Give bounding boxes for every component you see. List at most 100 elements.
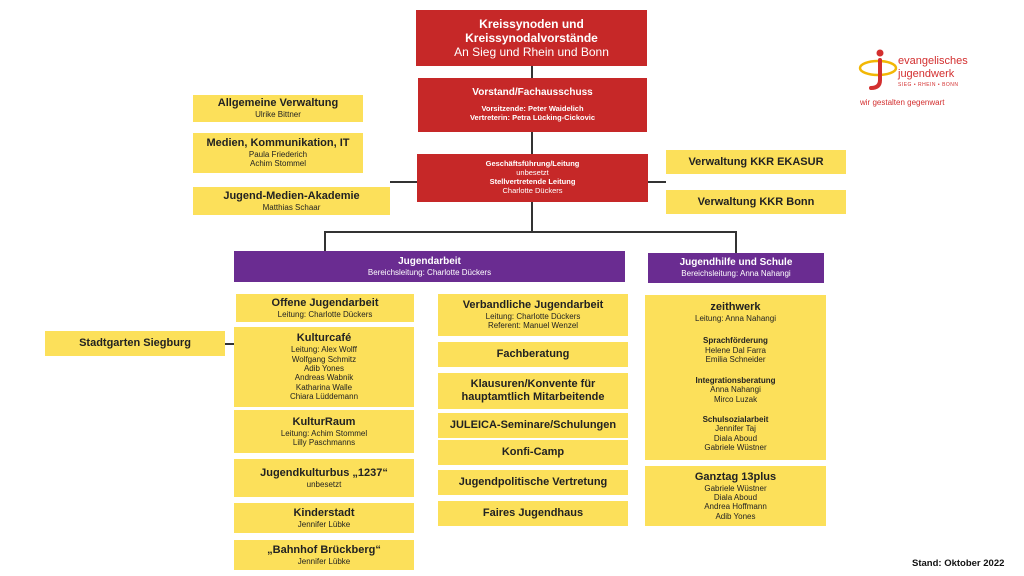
box-person: Mirco Luzak xyxy=(713,394,758,404)
kreissynoden-line2: Kreissynodalvorstände xyxy=(465,30,598,45)
faires-jugendhaus-box: Faires Jugendhaus xyxy=(438,501,628,526)
box-title: Faires Jugendhaus xyxy=(482,507,584,520)
box-person: Wolfgang Schmitz xyxy=(291,354,357,364)
kinderstadt-box: Kinderstadt Jennifer Lübke xyxy=(234,503,414,533)
box-person: Lilly Paschmanns xyxy=(292,437,356,447)
box-title: Ganztag 13plus xyxy=(694,470,777,483)
box-title: Verbandliche Jugendarbeit xyxy=(462,299,604,312)
box-title: Jugend-Medien-Akademie xyxy=(223,189,360,202)
box-person: unbesetzt xyxy=(306,479,342,489)
jugend-medien-akademie-box: Jugend-Medien-Akademie Matthias Schaar xyxy=(193,187,390,215)
jugendhilfe-title: Jugendhilfe und Schule xyxy=(679,257,793,269)
jugendpolitische-vertretung-box: Jugendpolitische Vertretung xyxy=(438,470,628,495)
jugendkulturbus-box: Jugendkulturbus „1237“ unbesetzt xyxy=(234,459,414,497)
box-title: Konfi-Camp xyxy=(501,446,565,459)
box-person: Gabriele Wüstner xyxy=(704,483,767,493)
kulturcafe-box: Kulturcafé Leitung: Alex Wolff Wolfgang … xyxy=(234,327,414,407)
box-person: Leitung: Achim Stommel xyxy=(280,428,368,438)
jugendarbeit-header: Jugendarbeit Bereichsleitung: Charlotte … xyxy=(234,251,625,282)
geschaeftsfuehrung-box: Geschäftsführung/Leitung unbesetzt Stell… xyxy=(417,154,648,202)
kreissynoden-box: Kreissynoden und Kreissynodalvorstände A… xyxy=(416,10,647,66)
allgemeine-verwaltung-box: Allgemeine Verwaltung Ulrike Bittner xyxy=(193,95,363,122)
box-person: Leitung: Charlotte Dückers xyxy=(485,312,581,322)
connector-gf-down xyxy=(531,202,533,232)
box-title: Jugendkulturbus „1237“ xyxy=(260,466,388,479)
box-person: Jennifer Lübke xyxy=(297,556,351,566)
verbandliche-jugendarbeit-box: Verbandliche Jugendarbeit Leitung: Charl… xyxy=(438,294,628,336)
logo-line3: SIEG • RHEIN • BONN xyxy=(898,82,959,88)
jugendhilfe-header: Jugendhilfe und Schule Bereichsleitung: … xyxy=(648,253,824,283)
offene-jugendarbeit-box: Offene Jugendarbeit Leitung: Charlotte D… xyxy=(236,294,414,322)
logo-line2: jugendwerk xyxy=(898,68,955,80)
logo: evangelisches jugendwerk SIEG • RHEIN • … xyxy=(858,48,998,110)
box-person: Leitung: Alex Wolff xyxy=(291,345,357,355)
box-person: Anna Nahangi xyxy=(710,385,761,395)
box-person: Leitung: Charlotte Dückers xyxy=(277,309,373,319)
box-title: Kulturcafé xyxy=(296,332,352,345)
konfi-camp-box: Konfi-Camp xyxy=(438,440,628,465)
fachberatung-box: Fachberatung xyxy=(438,342,628,367)
gf-title: Geschäftsführung/Leitung xyxy=(485,159,580,169)
box-person: Leitung: Anna Nahangi xyxy=(695,313,776,323)
box-person: Paula Friederich xyxy=(248,150,308,160)
section-title: Integrationsberatung xyxy=(695,375,776,385)
ganztag-box: Ganztag 13plus Gabriele Wüstner Diala Ab… xyxy=(645,466,826,526)
connector-horizontal-split xyxy=(324,231,736,233)
section-title: Sprachförderung xyxy=(703,336,768,346)
jugendarbeit-sub: Bereichsleitung: Charlotte Dückers xyxy=(367,267,492,277)
box-title: Klausuren/Konvente für hauptamtlich Mita… xyxy=(461,378,605,403)
box-title: Kinderstadt xyxy=(293,506,355,519)
gf-line2: Charlotte Dückers xyxy=(502,185,563,195)
box-person: Ulrike Bittner xyxy=(255,110,301,120)
box-person: Helene Dal Farra xyxy=(705,345,766,355)
box-person: Diala Aboud xyxy=(713,493,758,503)
kulturraum-box: KulturRaum Leitung: Achim Stommel Lilly … xyxy=(234,410,414,453)
connector-to-jugendhilfe xyxy=(735,231,737,253)
kreissynoden-line3: An Sieg und Rhein und Bonn xyxy=(454,45,609,60)
logo-mark-icon xyxy=(858,49,898,90)
connector-gf-left xyxy=(390,181,417,183)
section-title: Schulsozialarbeit xyxy=(702,415,769,425)
box-person: Emilia Schneider xyxy=(705,355,766,365)
medien-kommunikation-box: Medien, Kommunikation, IT Paula Friederi… xyxy=(193,133,363,173)
bahnhof-brueckberg-box: „Bahnhof Brückberg“ Jennifer Lübke xyxy=(234,540,414,570)
box-title: Medien, Kommunikation, IT xyxy=(206,137,350,150)
box-person: Jennifer Taj xyxy=(715,424,756,434)
box-title: „Bahnhof Brückberg“ xyxy=(267,543,381,556)
connector-to-jugendarbeit xyxy=(324,231,326,251)
logo-line1: evangelisches xyxy=(898,55,968,67)
box-title: Jugendpolitische Vertretung xyxy=(458,476,608,489)
box-person: Jennifer Lübke xyxy=(297,519,351,529)
box-title: KulturRaum xyxy=(292,415,356,428)
zeitwerk-box: zeithwerk Leitung: Anna Nahangi Sprachfö… xyxy=(645,295,826,460)
box-person: Gabriele Wüstner xyxy=(704,443,767,453)
box-person: Adib Yones xyxy=(303,364,345,374)
connector-gf-right xyxy=(648,181,666,183)
connector-vorstand-gf xyxy=(531,132,533,154)
box-person: Adib Yones xyxy=(715,511,756,521)
box-person: Andrea Hoffmann xyxy=(704,502,767,512)
box-person: Matthias Schaar xyxy=(262,202,321,212)
box-title: Stadtgarten Siegburg xyxy=(79,337,191,350)
connector-stadtgarten xyxy=(225,343,235,345)
box-title: Verwaltung KKR EKASUR xyxy=(688,155,824,168)
box-person: Achim Stommel xyxy=(249,159,306,169)
gf-line1: unbesetzt xyxy=(516,168,549,178)
vorstand-box: Vorstand/Fachausschuss Vorsitzende: Pete… xyxy=(418,78,647,132)
jugendarbeit-title: Jugendarbeit xyxy=(398,255,461,267)
verwaltung-ekasur-box: Verwaltung KKR EKASUR xyxy=(666,150,846,174)
gf-title2: Stellvertretende Leitung xyxy=(489,177,576,186)
juleica-box: JULEICA-Seminare/Schulungen xyxy=(438,413,628,438)
box-person: Katharina Walle xyxy=(295,382,353,392)
box-title: Allgemeine Verwaltung xyxy=(217,97,339,110)
jugendhilfe-sub: Bereichsleitung: Anna Nahangi xyxy=(681,269,791,279)
box-title: JULEICA-Seminare/Schulungen xyxy=(449,419,617,432)
stand-date: Stand: Oktober 2022 xyxy=(912,558,1005,569)
box-person: Andreas Wabnik xyxy=(294,373,354,383)
vorstand-line2: Vertreterin: Petra Lücking-Cickovic xyxy=(469,112,596,122)
connector-top-vertical xyxy=(531,66,533,78)
vorstand-line1: Vorsitzende: Peter Waidelich xyxy=(481,104,584,114)
kreissynoden-line1: Kreissynoden und xyxy=(479,16,584,31)
box-person: Referent: Manuel Wenzel xyxy=(487,321,579,331)
vorstand-title: Vorstand/Fachausschuss xyxy=(472,87,593,99)
